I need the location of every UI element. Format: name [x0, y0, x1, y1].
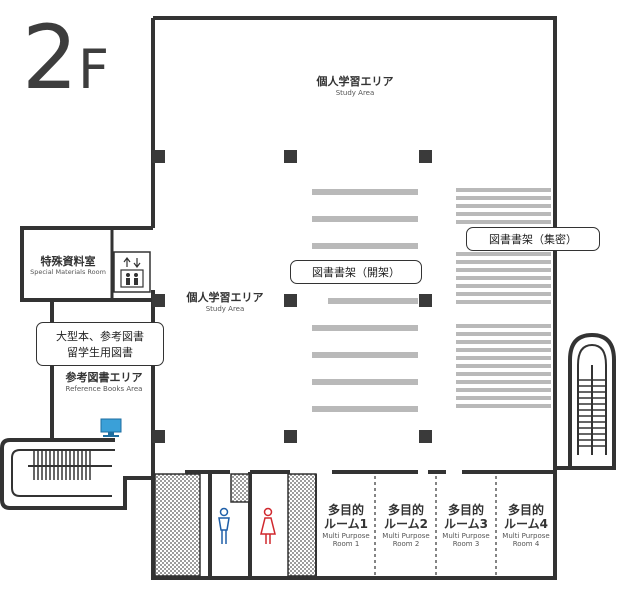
bottom-wing-walls — [185, 470, 553, 578]
male-restroom-icon — [218, 507, 230, 544]
reference-area-jp: 参考図書エリア — [65, 371, 143, 384]
study-area-top-label: 個人学習エリア Study Area — [300, 75, 410, 97]
study-area-mid-label: 個人学習エリア Study Area — [170, 291, 280, 313]
room-1-en2: Room 1 — [332, 539, 360, 548]
open-stacks-callout: 図書書架（開架） — [290, 260, 422, 284]
multipurpose-room-2: 多目的 ルーム2 Multi Purpose Room 2 — [377, 503, 435, 548]
large-books-line1: 大型本、参考図書 — [56, 330, 144, 343]
study-area-top-en: Study Area — [335, 88, 375, 97]
room-3-en1: Multi Purpose — [442, 531, 490, 540]
computer-icon — [100, 418, 122, 437]
right-stairs-icon — [555, 332, 616, 470]
room-3-jp1: 多目的 — [447, 503, 484, 517]
service-areas — [154, 473, 317, 577]
room-3-jp2: ルーム3 — [444, 516, 488, 531]
room-4-en1: Multi Purpose — [502, 531, 550, 540]
room-1-jp1: 多目的 — [327, 503, 364, 517]
room-3-en2: Room 3 — [452, 539, 480, 548]
study-area-mid-jp: 個人学習エリア — [186, 291, 264, 304]
reference-area-en: Reference Books Area — [65, 384, 143, 393]
special-room-wall — [20, 226, 153, 302]
multipurpose-room-3: 多目的 ルーム3 Multi Purpose Room 3 — [437, 503, 495, 548]
room-2-en2: Room 2 — [392, 539, 420, 548]
special-materials-label: 特殊資料室 Special Materials Room — [24, 255, 112, 276]
room-2-jp1: 多目的 — [387, 503, 424, 517]
stairs-icon — [0, 438, 155, 510]
compact-stacks-shelves — [456, 188, 551, 408]
pillars — [152, 150, 432, 443]
open-stacks-text: 図書書架（開架） — [312, 266, 400, 279]
multipurpose-room-4: 多目的 ルーム4 Multi Purpose Room 4 — [497, 503, 555, 548]
elevator-icon — [113, 251, 151, 293]
compact-stacks-text: 図書書架（集密） — [489, 233, 577, 246]
room-2-en1: Multi Purpose — [382, 531, 430, 540]
large-books-line2: 留学生用図書 — [67, 346, 133, 359]
outer-walls — [151, 16, 557, 580]
reference-area-label: 参考図書エリア Reference Books Area — [54, 371, 154, 393]
study-area-mid-en: Study Area — [205, 304, 245, 313]
large-books-callout: 大型本、参考図書 留学生用図書 — [36, 322, 164, 366]
room-4-jp2: ルーム4 — [504, 516, 548, 531]
room-1-jp2: ルーム1 — [324, 516, 368, 531]
study-area-top-jp: 個人学習エリア — [316, 75, 394, 88]
floor-number-digit: 2 — [22, 6, 78, 109]
floor-number: 2F — [22, 6, 109, 109]
female-restroom-icon — [260, 507, 276, 544]
floor-number-suffix: F — [78, 38, 110, 101]
multipurpose-room-1: 多目的 ルーム1 Multi Purpose Room 1 — [317, 503, 375, 548]
special-materials-jp: 特殊資料室 — [40, 255, 96, 268]
open-stacks-shelves — [312, 189, 418, 412]
room-4-jp1: 多目的 — [507, 503, 544, 517]
room-2-jp2: ルーム2 — [384, 516, 428, 531]
room-4-en2: Room 4 — [512, 539, 540, 548]
compact-stacks-callout: 図書書架（集密） — [466, 227, 600, 251]
room-dividers — [374, 476, 497, 576]
special-materials-en: Special Materials Room — [30, 267, 106, 276]
room-1-en1: Multi Purpose — [322, 531, 370, 540]
